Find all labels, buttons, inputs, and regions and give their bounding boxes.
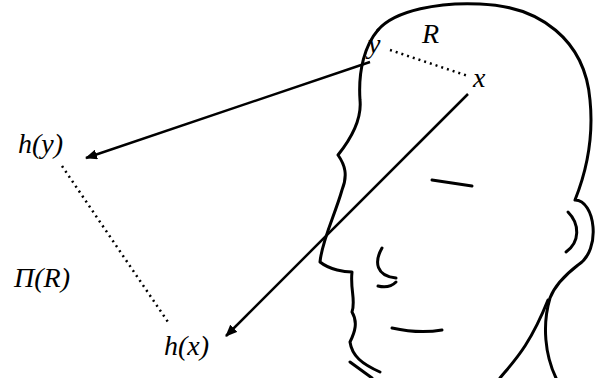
jaw-line [500,300,548,378]
relation-dotted-line [390,50,468,76]
point-label: x [471,64,487,92]
map-arrow [86,62,370,158]
nose-line [378,248,396,278]
image-label: h(y) [16,130,65,158]
nostril [378,282,396,287]
neck-line [350,362,372,378]
eye-line [432,180,472,186]
point-label: y [366,30,382,58]
face-profile [320,30,380,372]
relation-label: Π(R) [12,264,72,292]
mouth-line [392,328,442,332]
relation-label: R [420,20,441,48]
ear-inner [566,212,577,252]
head-outline [378,4,593,378]
image-relation-dotted-line [62,166,168,322]
image-label: h(x) [162,332,211,360]
map-arrow [226,94,468,336]
